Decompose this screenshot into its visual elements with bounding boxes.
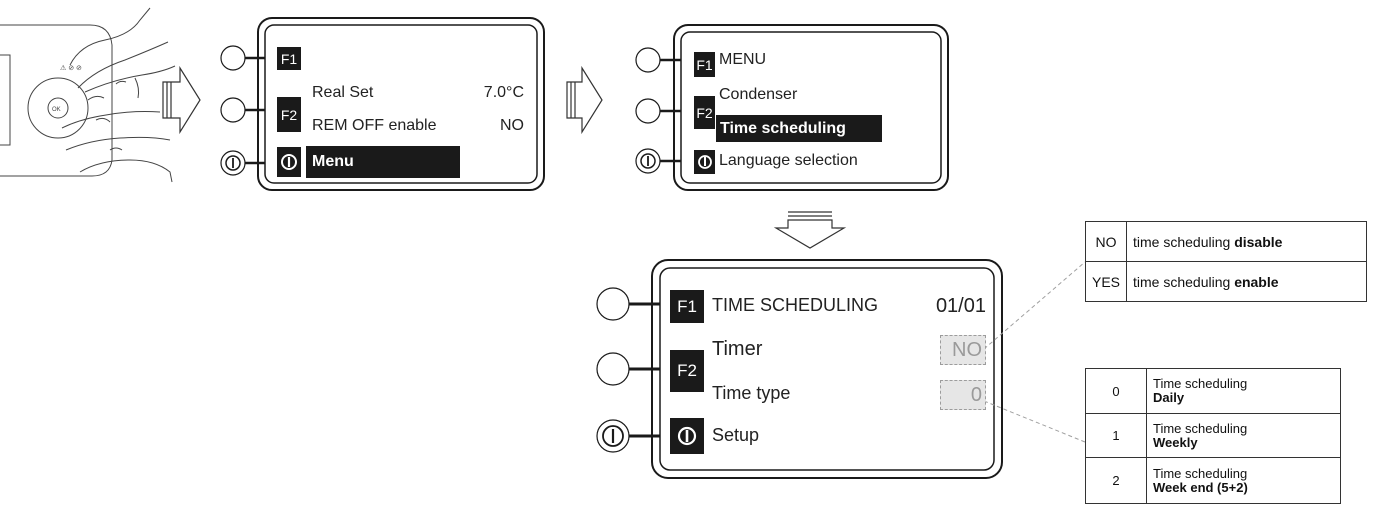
screen1-f1-key[interactable]: F1 <box>277 47 301 70</box>
screen1-power-key[interactable] <box>277 147 301 177</box>
screen1-row-value: 7.0°C <box>483 84 524 101</box>
table-row: NO time scheduling disable <box>1084 221 1367 262</box>
power-icon <box>677 426 697 446</box>
screen2-power-key[interactable] <box>694 150 715 174</box>
screen3-row-label: Time type <box>712 383 791 403</box>
screen3-f2-key[interactable]: F2 <box>670 350 704 392</box>
hand-illustration: OK ⚠ ⊘ ⊘ <box>0 7 176 183</box>
legend-key: NO <box>1084 221 1128 262</box>
table-row: YES time scheduling enable <box>1084 261 1367 302</box>
timer-legend-table: NO time scheduling disable YES time sche… <box>1084 221 1367 302</box>
screen1-row-value: NO <box>500 117 524 134</box>
screen2-title: MENU <box>719 51 767 68</box>
screen3-timer-value[interactable]: NO <box>940 335 986 365</box>
legend-text: time scheduling disable <box>1126 221 1367 262</box>
connector-lines <box>983 261 1086 443</box>
screen1-frame <box>220 17 545 191</box>
power-icon <box>697 155 712 169</box>
screen1-f2-key[interactable]: F2 <box>277 97 301 132</box>
svg-text:⚠ ⊘ ⊘: ⚠ ⊘ ⊘ <box>60 64 82 72</box>
legend-key: YES <box>1084 261 1128 302</box>
screen3-setup-label[interactable]: Setup <box>712 425 760 445</box>
arrow-right-2 <box>566 65 603 135</box>
power-icon <box>281 154 297 170</box>
screen2-f1-key[interactable]: F1 <box>694 52 715 77</box>
screen3-frame <box>596 259 1003 479</box>
screen3-title: TIME SCHEDULING <box>712 295 879 315</box>
ok-key-label: OK <box>52 107 61 113</box>
legend-key: 2 <box>1085 457 1147 504</box>
screen2-frame <box>635 24 949 191</box>
screen3-page-indicator: 01/01 <box>935 295 986 317</box>
screen3-row-label: Timer <box>712 338 763 360</box>
screen3-power-key[interactable] <box>670 418 704 454</box>
screen3-time-type-value[interactable]: 0 <box>940 380 986 410</box>
screen1-selected-menu[interactable]: Menu <box>306 146 460 178</box>
legend-key: 1 <box>1085 413 1147 458</box>
screen1-row-label: REM OFF enable <box>312 117 437 134</box>
arrow-right-1 <box>162 65 201 135</box>
screen3-f1-key[interactable]: F1 <box>670 290 704 323</box>
screen2-menu-item-selected[interactable]: Time scheduling <box>716 115 882 142</box>
arrow-down <box>773 211 847 249</box>
legend-text: time scheduling enable <box>1126 261 1367 302</box>
screen2-f2-key[interactable]: F2 <box>694 96 715 129</box>
screen1-row-label: Real Set <box>312 84 374 101</box>
screen2-menu-item[interactable]: Language selection <box>719 152 858 169</box>
legend-key: 0 <box>1085 368 1147 414</box>
screen2-menu-item[interactable]: Condenser <box>719 86 798 103</box>
